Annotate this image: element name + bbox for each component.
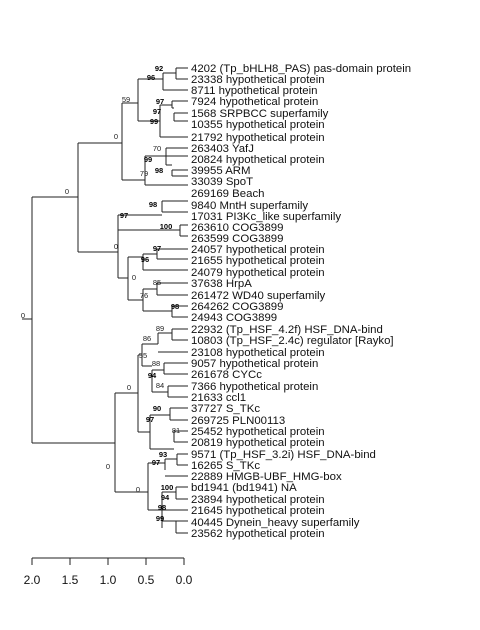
leaf-label: 17031 PI3Kc_like superfamily xyxy=(191,211,341,223)
leaf-label: 9571 (Tp_HSF_3.2i) HSF_DNA-bind xyxy=(191,449,376,461)
bootstrap-value: 85 xyxy=(153,278,161,287)
axis-tick-label: 1.0 xyxy=(100,573,117,587)
leaf-label: 261678 CYCc xyxy=(191,369,262,381)
bootstrap-value: 76 xyxy=(140,291,148,300)
bootstrap-values: 92 96 59 97 97 99 0 70 99 98 79 0 98 97 … xyxy=(21,64,180,523)
tree-edges xyxy=(22,67,188,534)
bootstrap-value: 0 xyxy=(21,311,25,320)
leaf-label: 22932 (Tp_HSF_4.2f) HSF_DNA-bind xyxy=(191,324,383,336)
leaf-label: 261472 WD40 superfamily xyxy=(191,290,326,302)
leaf-label: 8711 hypothetical protein xyxy=(191,85,317,97)
leaf-label: 10803 (Tp_HSF_2.4c) regulator [Rayko] xyxy=(191,335,394,347)
bootstrap-value: 92 xyxy=(155,64,163,73)
bootstrap-value: 100 xyxy=(161,483,174,492)
leaf-label: 20824 hypothetical protein xyxy=(191,154,325,166)
leaf-label: 24057 hypothetical protein xyxy=(191,244,325,256)
leaf-label: 37727 S_TKc xyxy=(191,403,260,415)
leaf-label: 24943 COG3899 xyxy=(191,312,277,324)
leaf-label: 21792 hypothetical protein xyxy=(191,132,325,144)
leaf-label: 264262 COG3899 xyxy=(191,301,283,313)
leaf-label: 263403 YafJ xyxy=(191,143,254,155)
leaf-label: 23894 hypothetical protein xyxy=(191,494,325,506)
bootstrap-value: 79 xyxy=(140,169,148,178)
bootstrap-value: 93 xyxy=(159,450,167,459)
bootstrap-value: 84 xyxy=(156,381,164,390)
leaf-label: 21655 hypothetical protein xyxy=(191,255,325,267)
leaf-label: 23108 hypothetical protein xyxy=(191,347,325,359)
leaf-label: 25452 hypothetical protein xyxy=(191,426,325,438)
bootstrap-value: 97 xyxy=(146,415,154,424)
bootstrap-value: 0 xyxy=(136,485,140,494)
bootstrap-value: 99 xyxy=(144,155,152,164)
leaf-label: 7366 hypothetical protein xyxy=(191,381,318,393)
leaf-label: 33039 SpoT xyxy=(191,176,253,188)
bootstrap-value: 97 xyxy=(156,97,164,106)
leaf-label: 20819 hypothetical protein xyxy=(191,437,325,449)
bootstrap-value: 94 xyxy=(161,493,170,502)
axis-tick-label: 1.5 xyxy=(62,573,79,587)
bootstrap-value: 98 xyxy=(171,302,179,311)
bootstrap-value: 0 xyxy=(127,383,131,392)
bootstrap-value: 97 xyxy=(153,244,161,253)
bootstrap-value: 89 xyxy=(156,324,164,333)
leaf-label: 263599 COG3899 xyxy=(191,233,283,245)
leaf-label: 10355 hypothetical protein xyxy=(191,119,325,131)
leaf-label: 24079 hypothetical protein xyxy=(191,267,325,279)
leaf-label: 23562 hypothetical protein xyxy=(191,528,325,540)
leaf-label: 16265 S_TKc xyxy=(191,460,260,472)
bootstrap-value: 0 xyxy=(65,187,69,196)
bootstrap-value: 59 xyxy=(122,95,130,104)
leaf-label: 39955 ARM xyxy=(191,165,251,177)
bootstrap-value: 0 xyxy=(106,462,110,471)
bootstrap-value: 97 xyxy=(152,458,160,467)
leaf-label: 22889 HMGB-UBF_HMG-box xyxy=(191,471,342,483)
bootstrap-value: 70 xyxy=(153,144,161,153)
bootstrap-value: 96 xyxy=(147,73,155,82)
leaf-label: 269725 PLN00113 xyxy=(191,415,285,427)
bootstrap-value: 99 xyxy=(150,117,158,126)
axis-tick-label: 0.0 xyxy=(176,573,193,587)
bootstrap-value: 96 xyxy=(141,255,149,264)
bootstrap-value: 98 xyxy=(158,503,166,512)
bootstrap-value: 55 xyxy=(139,351,147,360)
leaf-label: 37638 HrpA xyxy=(191,278,252,290)
leaf-label: bd1941 (bd1941) NA xyxy=(191,482,297,494)
bootstrap-value: 86 xyxy=(143,334,151,343)
bootstrap-value: 94 xyxy=(148,371,157,380)
leaf-label: 9840 MntH superfamily xyxy=(191,200,308,212)
leaf-label: 263610 COG3899 xyxy=(191,222,283,234)
leaf-label: 4202 (Tp_bHLH8_PAS) pas-domain protein xyxy=(191,63,411,75)
bootstrap-value: 97 xyxy=(120,211,128,220)
bootstrap-value: 0 xyxy=(132,273,136,282)
leaf-label: 21645 hypothetical protein xyxy=(191,505,325,517)
leaf-label: 7924 hypothetical protein xyxy=(191,96,318,108)
leaf-label: 21633 ccl1 xyxy=(191,392,246,404)
bootstrap-value: 97 xyxy=(153,107,161,116)
axis-tick-label: 0.5 xyxy=(138,573,155,587)
bootstrap-value: 88 xyxy=(152,359,160,368)
leaf-label: 9057 hypothetical protein xyxy=(191,358,318,370)
leaf-label: 1568 SRPBCC superfamily xyxy=(191,108,329,120)
bootstrap-value: 100 xyxy=(160,222,173,231)
scale-axis: 2.0 1.5 1.0 0.5 0.0 xyxy=(24,557,193,587)
bootstrap-value: 0 xyxy=(114,132,118,141)
leaf-labels: 4202 (Tp_bHLH8_PAS) pas-domain protein 2… xyxy=(191,63,411,540)
bootstrap-value: 90 xyxy=(153,404,161,413)
bootstrap-value: 0 xyxy=(114,242,118,251)
bootstrap-value: 99 xyxy=(156,514,164,523)
leaf-label: 269169 Beach xyxy=(191,188,264,200)
bootstrap-value: 98 xyxy=(155,166,163,175)
bootstrap-value: 81 xyxy=(172,426,180,435)
axis-tick-label: 2.0 xyxy=(24,573,41,587)
leaf-label: 40445 Dynein_heavy superfamily xyxy=(191,517,360,529)
bootstrap-value: 98 xyxy=(149,200,157,209)
leaf-label: 23338 hypothetical protein xyxy=(191,74,325,86)
